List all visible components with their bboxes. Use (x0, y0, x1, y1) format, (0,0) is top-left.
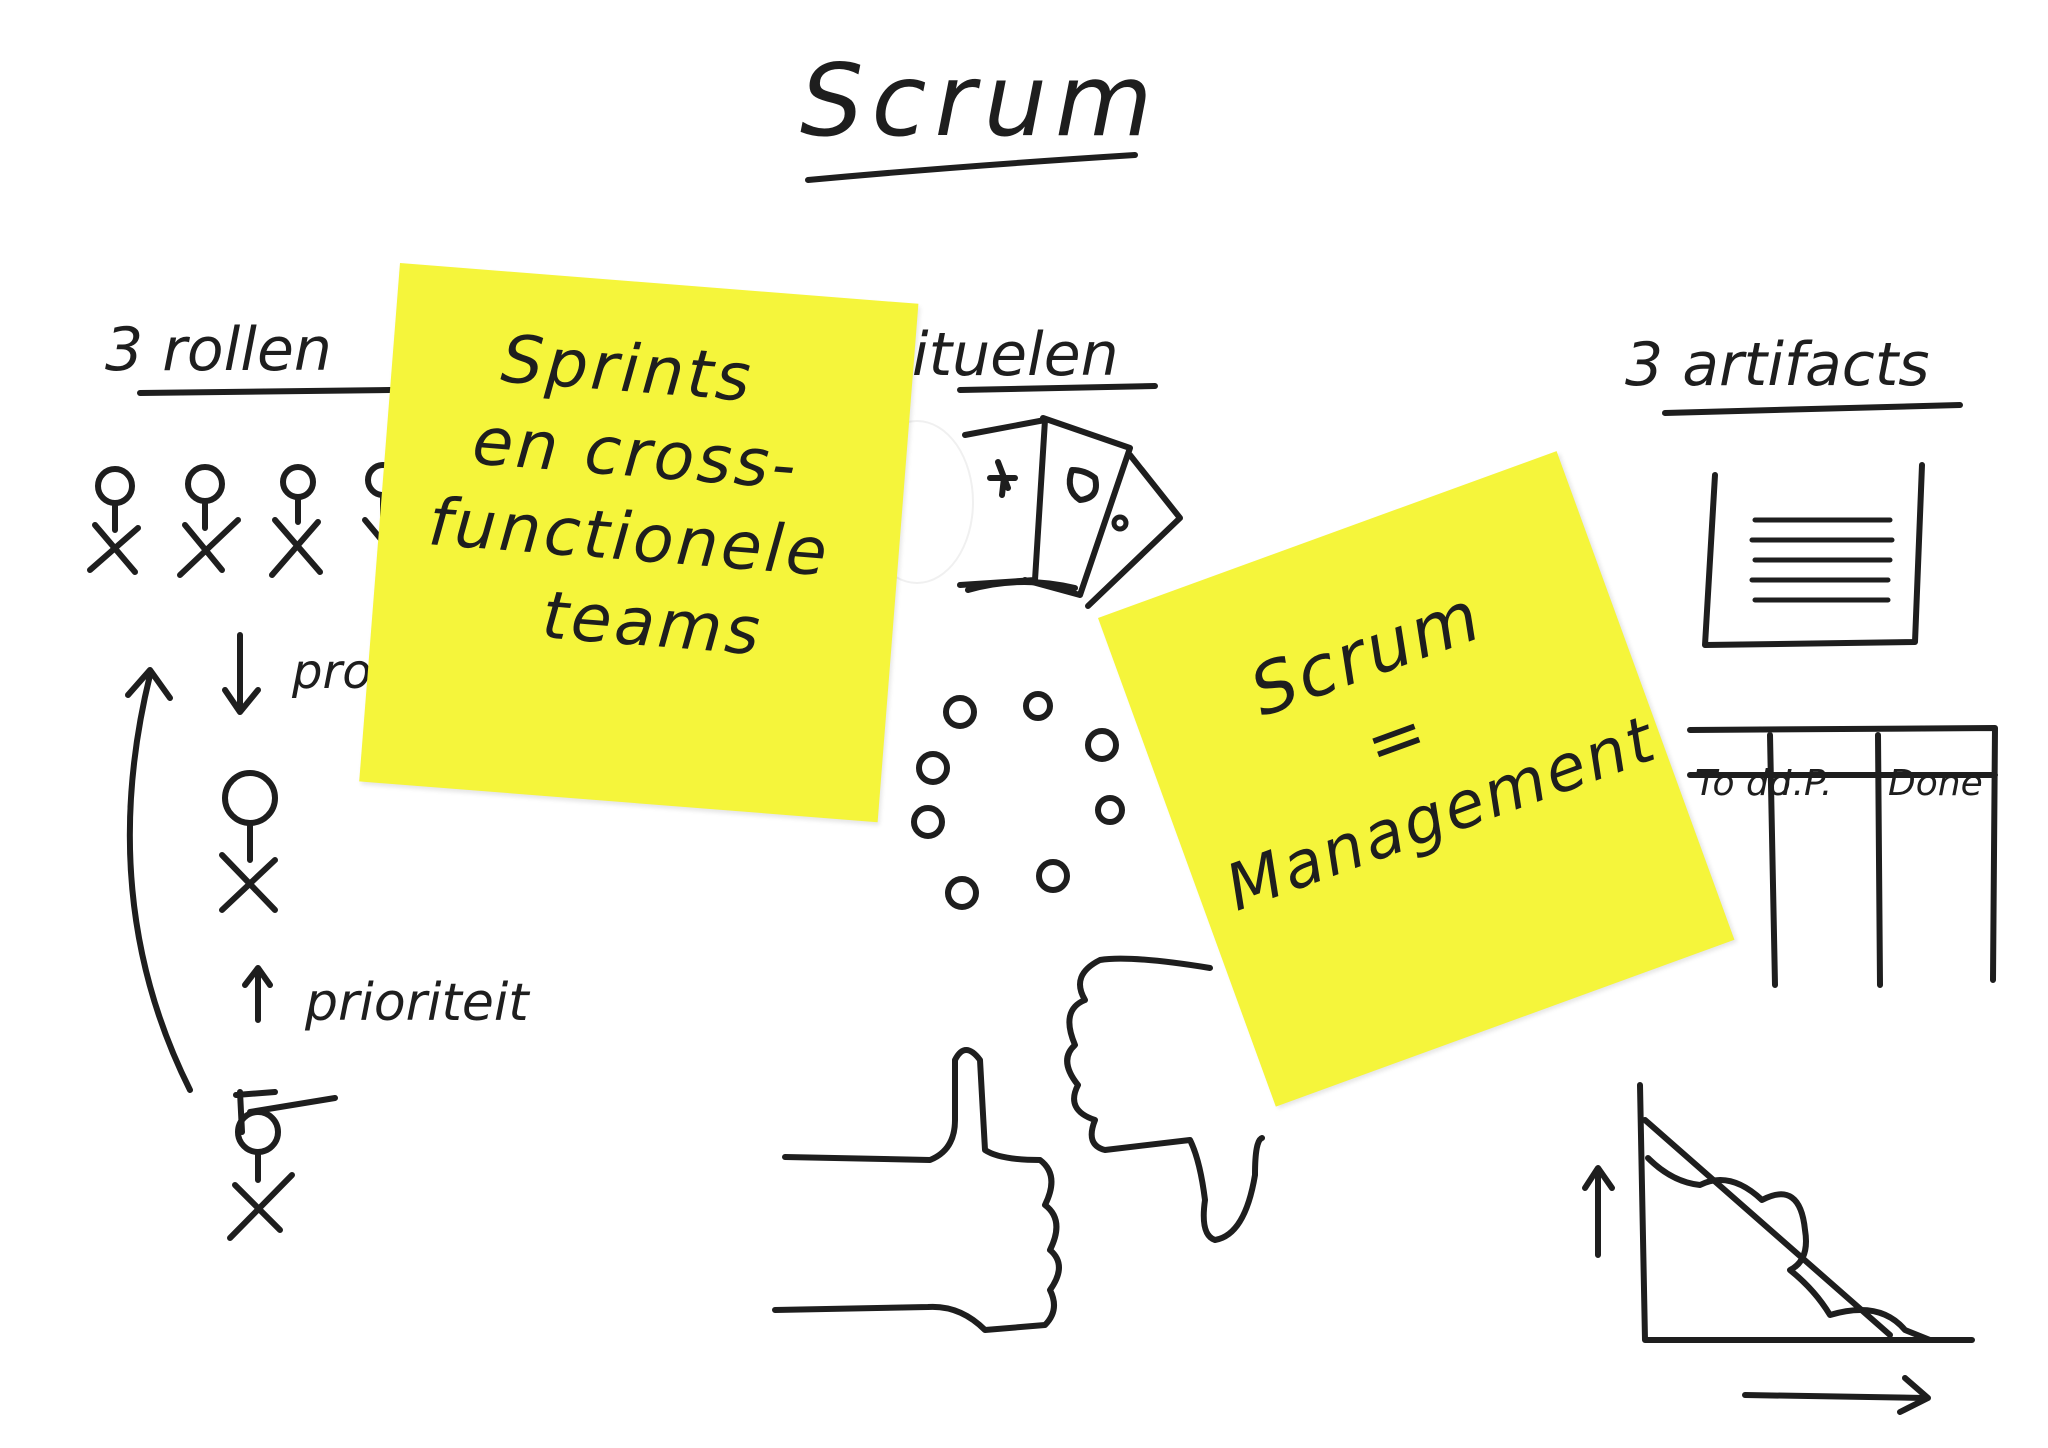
roles-heading: 3 rollen (105, 315, 332, 385)
thumbs-up-icon (772, 1047, 1062, 1333)
stick-figure-icon (177, 464, 241, 578)
priority-label: prioriteit (304, 973, 530, 1033)
stick-figure-icon (87, 466, 141, 575)
feedback-arrow-icon (125, 667, 193, 1093)
up-arrow-icon (242, 965, 273, 1023)
rituals-underline (957, 383, 1158, 393)
task-board-icon (1687, 725, 1998, 988)
title-underline (805, 152, 1138, 183)
board-column-to-do: To do (1695, 763, 1791, 804)
sticky-note-sprints-text: Sprints en cross- functionele teams (425, 320, 833, 671)
sticky-note-management-text: Scrum = Management (1216, 573, 1667, 927)
stick-figure-icon (227, 1089, 338, 1241)
planning-cards-icon (957, 415, 1183, 609)
roles-underline (137, 387, 393, 396)
daily-standup-circle-icon (911, 578, 1125, 910)
board-column-in-progress: I.P. (1782, 763, 1832, 804)
backlog-list-icon (1702, 462, 1925, 648)
stick-figure-icon (269, 464, 323, 578)
artifacts-heading: 3 artifacts (1625, 330, 1930, 400)
sticky-note-sprints: Sprints en cross- functionele teams (359, 263, 919, 823)
artifacts-underline (1662, 402, 1963, 416)
down-arrow-icon (222, 632, 261, 715)
stick-figure-icon (219, 770, 278, 913)
page-title: Scrum (800, 42, 1160, 159)
board-column-done: Done (1888, 763, 1983, 804)
burndown-chart-icon (1582, 1082, 1975, 1415)
thumbs-down-icon (1064, 955, 1265, 1243)
